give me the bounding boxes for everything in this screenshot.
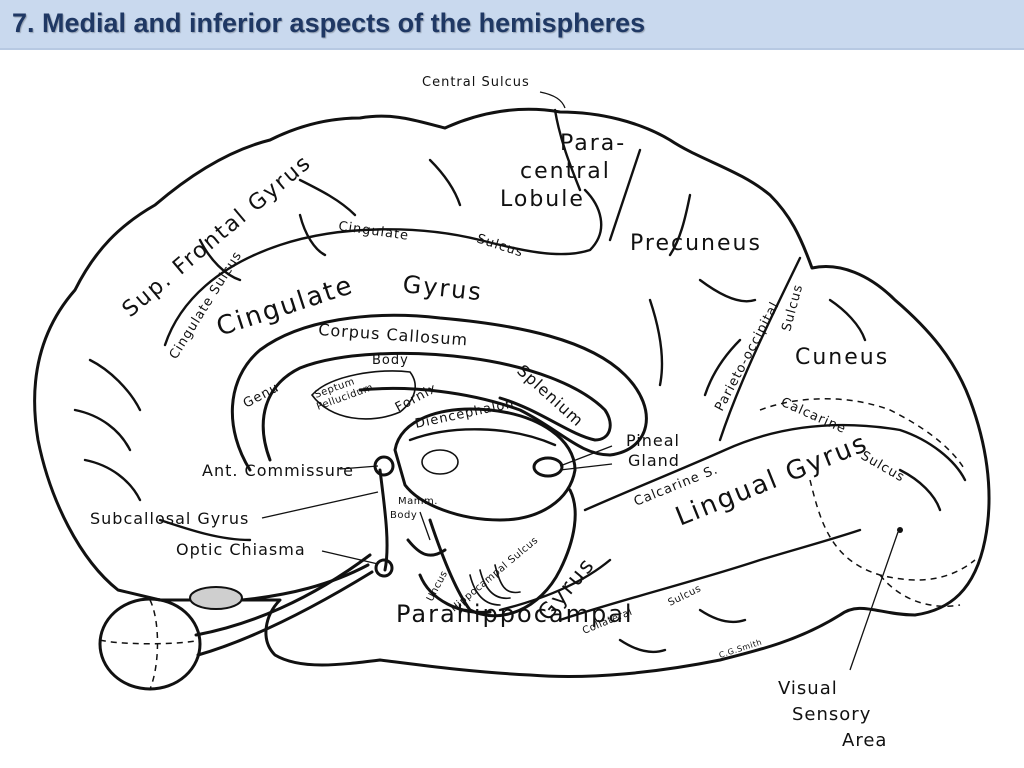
label-fornix: Fornix	[393, 381, 440, 416]
olfactory-tract	[240, 563, 370, 602]
lamina-terminalis	[378, 468, 389, 572]
central-sulcus-line	[553, 108, 582, 192]
marginal-sulcus-line	[608, 148, 642, 242]
leader-optic-chiasma	[321, 550, 379, 565]
eye-dash-v	[149, 599, 159, 690]
label-sensory: Sensory	[792, 704, 871, 725]
calcarine-dash	[759, 398, 966, 471]
label-cingulate-top: Cingulate	[337, 219, 409, 244]
label-cingulate-gyrus-2: Gyrus	[401, 270, 484, 306]
uncus-shape	[418, 573, 492, 614]
olfactory-bulb	[189, 586, 243, 610]
label-central: central	[520, 159, 611, 184]
label-body: Body	[372, 353, 409, 368]
leader-central-sulcus	[539, 91, 566, 109]
label-sulcus-top: Sulcus	[475, 232, 526, 261]
label-central-sulcus: Central Sulcus	[422, 75, 530, 90]
label-diencephalon: Diencephalon	[414, 396, 516, 432]
leader-pineal-2	[559, 463, 613, 471]
corpus-callosum-inner	[261, 351, 612, 462]
parieto-occipital-line	[718, 256, 802, 442]
pineal-shape	[532, 456, 564, 478]
brain-diagram: Central Sulcus Para- central Lobule Sup.…	[0, 52, 1024, 768]
optic-chiasma-shape	[374, 558, 394, 578]
interthalamic-adhesion	[421, 449, 459, 475]
slide-title-bar: 7. Medial and inferior aspects of the he…	[0, 0, 1024, 50]
leader-visual-area	[849, 531, 899, 671]
septum-outline	[310, 370, 416, 420]
eyeball	[98, 597, 202, 691]
leader-subcallosal	[261, 491, 379, 519]
leader-lines	[261, 91, 899, 671]
hippocampal-sulcus-line	[498, 558, 612, 612]
label-mamm-body: Body	[390, 510, 417, 521]
label-ant-commissure: Ant. Commissure	[202, 461, 354, 480]
label-signature: C.G.Smith	[718, 638, 763, 660]
label-subcallosal-gyrus: Subcallosal Gyrus	[90, 509, 249, 528]
collateral-sulcus-line	[558, 528, 862, 622]
optic-nerve-lower	[196, 570, 374, 657]
label-area: Area	[842, 730, 887, 751]
label-precuneus: Precuneus	[630, 231, 762, 256]
corpus-callosum-outer	[230, 313, 648, 472]
calcarine-line	[583, 424, 967, 512]
mamm-body-shape	[406, 538, 447, 557]
eye-dash-h	[99, 639, 201, 645]
label-parieto-occipital: Parieto-occipital	[712, 299, 782, 414]
visual-area-dash	[809, 479, 976, 581]
label-lobule: Lobule	[500, 187, 585, 212]
brainstem-outline	[428, 488, 577, 618]
leader-ant-commissure	[339, 465, 379, 470]
diencephalon-outline	[393, 407, 577, 522]
dentate-lines	[469, 564, 521, 606]
optic-nerve-upper	[194, 553, 372, 637]
hemisphere-outline	[33, 107, 991, 679]
visual-area-dot	[897, 527, 903, 533]
label-pineal: Pineal	[626, 431, 680, 450]
label-visual: Visual	[778, 678, 838, 699]
label-parahippocampal-1: Parahippocampal	[396, 600, 634, 628]
slide-title: 7. Medial and inferior aspects of the he…	[12, 8, 646, 38]
fornix-arc	[408, 428, 557, 447]
label-cuneus: Cuneus	[795, 345, 889, 370]
label-corpus-callosum: Corpus Callosum	[318, 320, 469, 349]
cingulate-sulcus-line	[163, 188, 603, 347]
brain-svg: Central Sulcus Para- central Lobule Sup.…	[33, 75, 991, 751]
label-mamm: Mamm.	[398, 496, 438, 507]
label-para: Para-	[560, 131, 626, 156]
label-gland: Gland	[628, 451, 680, 470]
leader-pineal	[559, 445, 613, 467]
leader-mamm-body	[419, 511, 431, 541]
label-genu: Genu	[241, 380, 282, 411]
visual-area-dash-2	[879, 574, 961, 607]
minor-sulci	[73, 158, 942, 654]
label-optic-chiasma: Optic Chiasma	[176, 540, 306, 559]
